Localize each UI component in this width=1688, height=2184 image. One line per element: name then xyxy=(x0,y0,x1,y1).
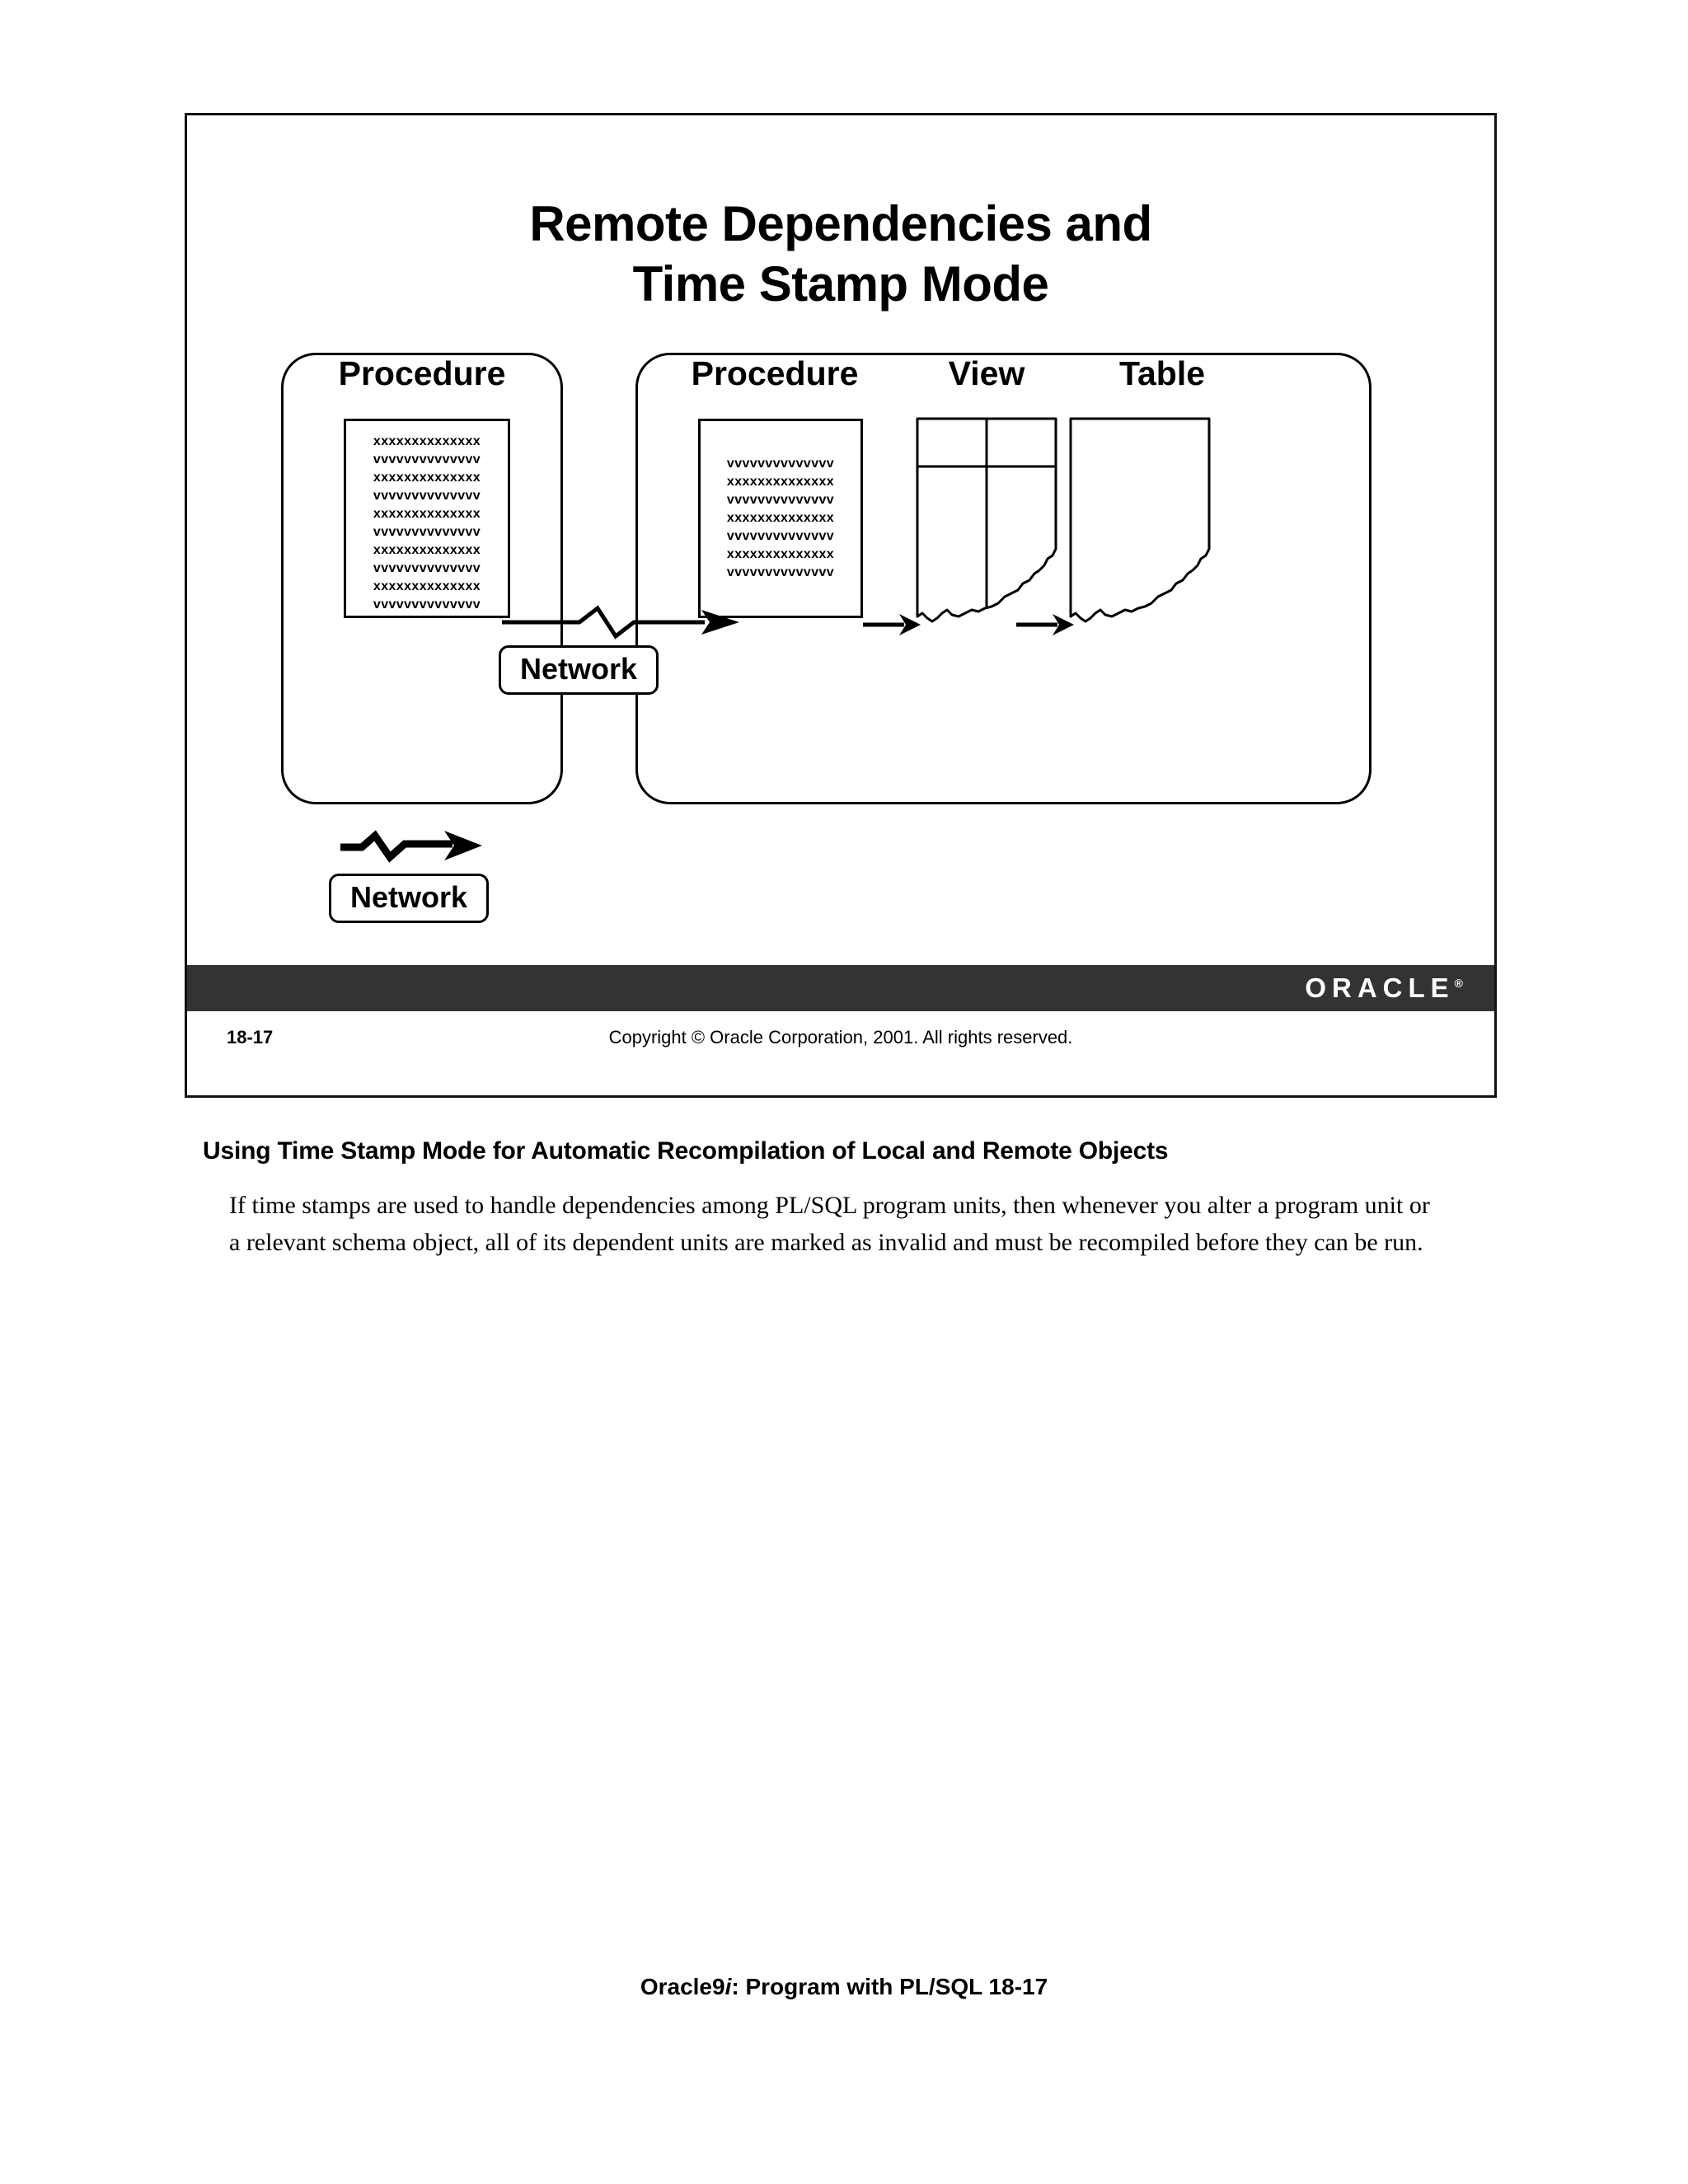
procedure-to-view-arrow-icon xyxy=(863,614,921,635)
network-label-legend: Network xyxy=(329,874,489,923)
page-footer-suffix: : Program with PL/SQL 18-17 xyxy=(731,1974,1048,1999)
code-line: vvvvvvvvvvvvvv xyxy=(726,457,835,471)
code-line: xxxxxxxxxxxxxx xyxy=(373,434,481,448)
caption-table: Table xyxy=(1118,354,1206,392)
slide-title-line-1: Remote Dependencies and xyxy=(529,196,1152,251)
caption-local-procedure: Procedure xyxy=(338,354,506,392)
code-line: vvvvvvvvvvvvvv xyxy=(373,598,481,612)
network-legend-arrow-icon xyxy=(340,830,482,863)
network-link-arrow-icon xyxy=(502,605,739,640)
code-line: xxxxxxxxxxxxxx xyxy=(726,511,835,525)
page-footer-italic-i: i xyxy=(724,1974,732,1999)
page-footer-prefix: Oracle9 xyxy=(640,1974,725,1999)
code-line: xxxxxxxxxxxxxx xyxy=(726,475,835,489)
view-to-table-arrow-icon xyxy=(1016,614,1074,635)
caption-view: View xyxy=(948,354,1025,392)
view-object-icon xyxy=(916,417,1057,623)
code-line: xxxxxxxxxxxxxx xyxy=(373,507,481,521)
slide-footer: 18-17 Copyright © Oracle Corporation, 20… xyxy=(187,1014,1494,1063)
slide-title-line-2: Time Stamp Mode xyxy=(632,256,1049,312)
copyright-notice: Copyright © Oracle Corporation, 2001. Al… xyxy=(608,1027,1073,1047)
code-line: vvvvvvvvvvvvvv xyxy=(373,489,481,503)
code-line: xxxxxxxxxxxxxx xyxy=(373,543,481,557)
code-line: vvvvvvvvvvvvvv xyxy=(373,452,481,466)
local-procedure-code-box: xxxxxxxxxxxxxx vvvvvvvvvvvvvv xxxxxxxxxxxx… xyxy=(344,419,510,618)
table-object-icon xyxy=(1069,417,1211,623)
code-line: vvvvvvvvvvvvvv xyxy=(726,565,835,579)
oracle-logo-text: ORACLE xyxy=(1305,972,1455,1003)
code-line: vvvvvvvvvvvvvv xyxy=(726,529,835,543)
oracle-logo: ORACLE® xyxy=(1305,972,1463,1004)
remote-procedure-code-box: vvvvvvvvvvvvvv xxxxxxxxxxxxxx vvvvvvvvvvvv… xyxy=(698,419,863,618)
code-line: xxxxxxxxxxxxxx xyxy=(726,547,835,561)
local-procedure-code-lines: xxxxxxxxxxxxxx vvvvvvvvvvvvvv xxxxxxxxxxxx… xyxy=(346,433,508,614)
notes-body-paragraph: If time stamps are used to handle depend… xyxy=(229,1192,1430,1256)
slide-frame: Remote Dependencies and Time Stamp Mode … xyxy=(185,113,1497,1098)
local-database-container xyxy=(281,353,563,804)
code-line: xxxxxxxxxxxxxx xyxy=(373,471,481,485)
code-line: xxxxxxxxxxxxxx xyxy=(373,579,481,593)
slide-title: Remote Dependencies and Time Stamp Mode xyxy=(187,194,1494,314)
remote-dependencies-diagram: Procedure Procedure View Table xxxxxxxxx… xyxy=(187,115,1499,1100)
oracle-logo-trademark-icon: ® xyxy=(1454,977,1463,990)
code-line: vvvvvvvvvvvvvv xyxy=(373,525,481,539)
caption-remote-procedure: Procedure xyxy=(691,354,859,392)
oracle-brand-bar: ORACLE® xyxy=(187,965,1494,1011)
remote-database-container xyxy=(635,353,1372,804)
page-footer: Oracle9i: Program with PL/SQL 18-17 xyxy=(0,1974,1688,2000)
network-label-inline: Network xyxy=(499,645,659,695)
notes-heading: Using Time Stamp Mode for Automatic Reco… xyxy=(203,1137,1169,1165)
remote-procedure-code-lines: vvvvvvvvvvvvvv xxxxxxxxxxxxxx vvvvvvvvvvvv… xyxy=(701,455,860,582)
code-line: vvvvvvvvvvvvvv xyxy=(726,493,835,507)
slide-number: 18-17 xyxy=(227,1027,274,1047)
code-line: vvvvvvvvvvvvvv xyxy=(373,561,481,575)
